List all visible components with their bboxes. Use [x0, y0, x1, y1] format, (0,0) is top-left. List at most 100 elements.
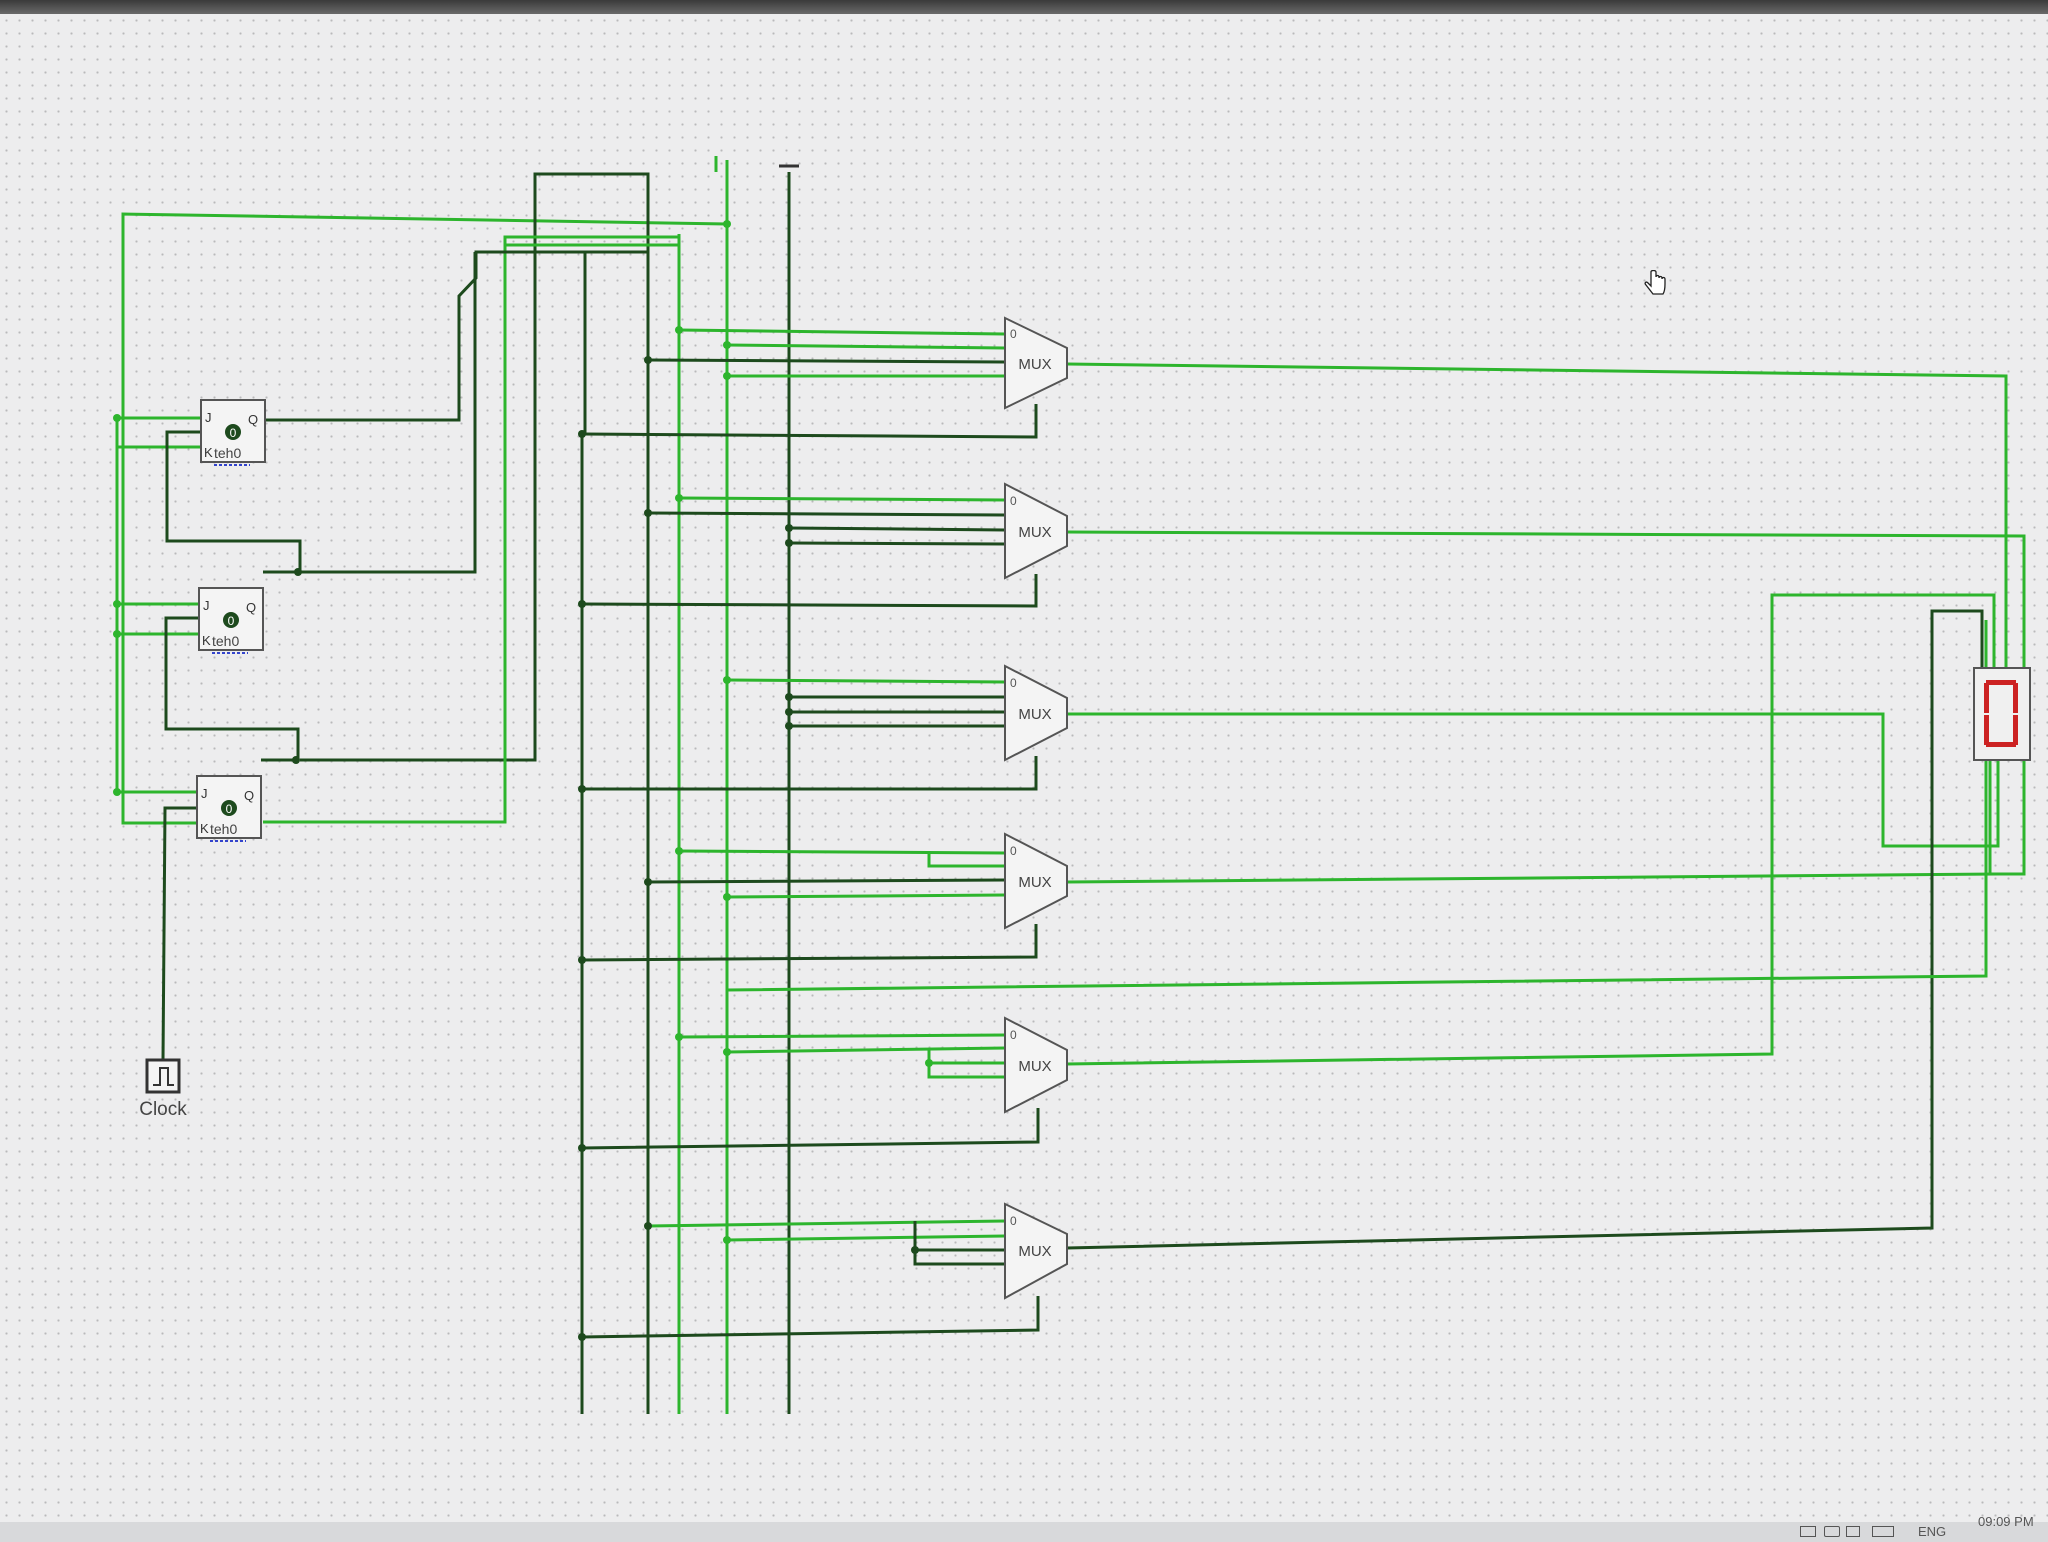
segment-c: [2013, 715, 2018, 745]
wire-clock[interactable]: [161, 806, 200, 1061]
mux6-in-0[interactable]: [647, 1219, 1006, 1228]
flipflop-2[interactable]: 0 J Q K teh0: [198, 587, 264, 654]
mux1-select[interactable]: [581, 404, 1038, 439]
mux-1-port0: 0: [1010, 327, 1017, 341]
mux6-in-3[interactable]: [913, 1250, 1005, 1266]
mux5-output[interactable]: [1066, 593, 1996, 1066]
wire-ff2-clk[interactable]: [164, 616, 300, 762]
clock-input[interactable]: Clock: [139, 1058, 187, 1120]
mux-5-label: MUX: [1018, 1058, 1051, 1075]
mux-6[interactable]: 0 MUX: [1004, 1202, 1068, 1300]
flipflop-1-state-indicator: [225, 424, 241, 440]
mux5-in-0[interactable]: [678, 1033, 1006, 1039]
mux2-in-3[interactable]: [788, 541, 1006, 546]
flipflop-3-k-label: K: [200, 821, 209, 836]
mux2-select[interactable]: [581, 574, 1038, 608]
wire-ff1-clk[interactable]: [165, 430, 302, 574]
taskbar: ENG 09:09 PM: [0, 1514, 2048, 1542]
flipflop-3-state-indicator: [221, 800, 237, 816]
wire-ff1-q[interactable]: [266, 250, 650, 1414]
mux2-in-2[interactable]: [788, 526, 1006, 532]
flipflop-2-j-label: J: [203, 598, 210, 613]
wire-ff-outer-loop[interactable]: [121, 212, 728, 825]
mux2-in-0[interactable]: [678, 496, 1006, 502]
mux-3-label: MUX: [1018, 706, 1051, 723]
mux6-select[interactable]: [581, 1296, 1040, 1339]
mux6-in-1[interactable]: [726, 1234, 1006, 1242]
clock-label: Clock: [139, 1099, 187, 1120]
mux2-in-1[interactable]: [647, 511, 1006, 517]
notification-icon[interactable]: [1800, 1526, 1816, 1537]
mux4-in-3[interactable]: [726, 893, 1006, 899]
flipflop-3-state: 0: [226, 802, 233, 816]
mux-6-label: MUX: [1018, 1243, 1051, 1260]
language-indicator[interactable]: ENG: [1918, 1524, 1947, 1539]
clock-waveform-icon: [153, 1067, 174, 1086]
mux2-output[interactable]: [1066, 530, 2026, 876]
flipflop-3-label: teh0: [210, 821, 237, 837]
wire-junctions: [113, 220, 933, 1341]
segment-a: [1986, 680, 2016, 685]
mux-2-label: MUX: [1018, 524, 1051, 541]
flipflop-1-state: 0: [230, 426, 237, 440]
flipflop-2-k-label: K: [202, 633, 211, 648]
flipflop-1-q-label: Q: [248, 412, 258, 427]
flipflop-2-label: teh0: [212, 633, 239, 649]
flipflop-1[interactable]: 0 J Q K teh0: [200, 399, 266, 466]
mux4-in-2[interactable]: [647, 878, 1006, 884]
circuit-diagram[interactable]: 0 J Q K teh0 0 J Q K teh0 0: [0, 14, 2048, 1522]
flipflop-1-j-label: J: [205, 410, 212, 425]
mux-4[interactable]: 0 MUX: [1004, 832, 1068, 930]
mux5-select[interactable]: [581, 1108, 1040, 1150]
mux4-select[interactable]: [581, 924, 1038, 962]
wire-ff2-q[interactable]: [300, 252, 477, 574]
mux-output-wires: [726, 362, 2026, 1250]
flipflop-3-j-label: J: [201, 786, 208, 801]
flipflop-1-label: teh0: [214, 445, 241, 461]
wire-ff3-qbar[interactable]: [263, 235, 681, 824]
mux-3-port0: 0: [1010, 676, 1017, 690]
volume-icon[interactable]: [1846, 1526, 1860, 1537]
network-icon[interactable]: [1824, 1526, 1840, 1537]
mux-5[interactable]: 0 MUX: [1004, 1016, 1068, 1114]
mux-5-port0: 0: [1010, 1028, 1017, 1042]
mux-3[interactable]: 0 MUX: [1004, 664, 1068, 762]
wire-display-return[interactable]: [726, 760, 1988, 992]
seven-segment-digit: [1984, 680, 2018, 747]
mux-6-port0: 0: [1010, 1214, 1017, 1228]
mux1-output[interactable]: [1066, 362, 2008, 668]
taskbar-clock[interactable]: 09:09 PM: [1978, 1514, 2034, 1529]
window-top-bar: [0, 0, 2048, 14]
mux3-in-0[interactable]: [726, 678, 1006, 684]
mux4-in-1[interactable]: [927, 851, 1005, 868]
flipflop-3-q-label: Q: [244, 788, 254, 803]
mux-2[interactable]: 0 MUX: [1004, 482, 1068, 580]
mux5-in-3[interactable]: [927, 1063, 1005, 1079]
wire-ff3-q[interactable]: [300, 172, 650, 762]
mux4-output[interactable]: [1066, 872, 1999, 884]
mux1-in-2[interactable]: [647, 358, 1006, 364]
mux1-in-1[interactable]: [726, 343, 1006, 350]
mux1-in-0[interactable]: [678, 328, 1006, 336]
mux4-in-0[interactable]: [678, 849, 1006, 855]
mux-1[interactable]: 0 MUX: [1004, 316, 1068, 410]
circuit-canvas[interactable]: 0 J Q K teh0 0 J Q K teh0 0: [0, 14, 2048, 1522]
mux-4-port0: 0: [1010, 844, 1017, 858]
mux3-output[interactable]: [1067, 712, 2000, 848]
flipflop-2-state-indicator: [223, 612, 239, 628]
mux-4-label: MUX: [1018, 874, 1051, 891]
mux5-in-1[interactable]: [726, 1046, 1006, 1054]
keyboard-icon[interactable]: [1872, 1526, 1894, 1537]
hand-cursor-icon: [1644, 270, 1666, 295]
flipflop-3[interactable]: 0 J Q K teh0: [196, 775, 262, 842]
flipflop-2-q-label: Q: [246, 600, 256, 615]
mux6-output[interactable]: [1066, 609, 1984, 1250]
mux-1-label: MUX: [1018, 356, 1051, 373]
seven-segment-display[interactable]: [1973, 667, 2031, 761]
mux3-select[interactable]: [582, 756, 1038, 791]
mux-2-port0: 0: [1010, 494, 1017, 508]
wire-ff1-qbar[interactable]: [476, 250, 587, 434]
segment-b: [2013, 683, 2018, 713]
mux-input-wires: [581, 328, 1040, 1339]
